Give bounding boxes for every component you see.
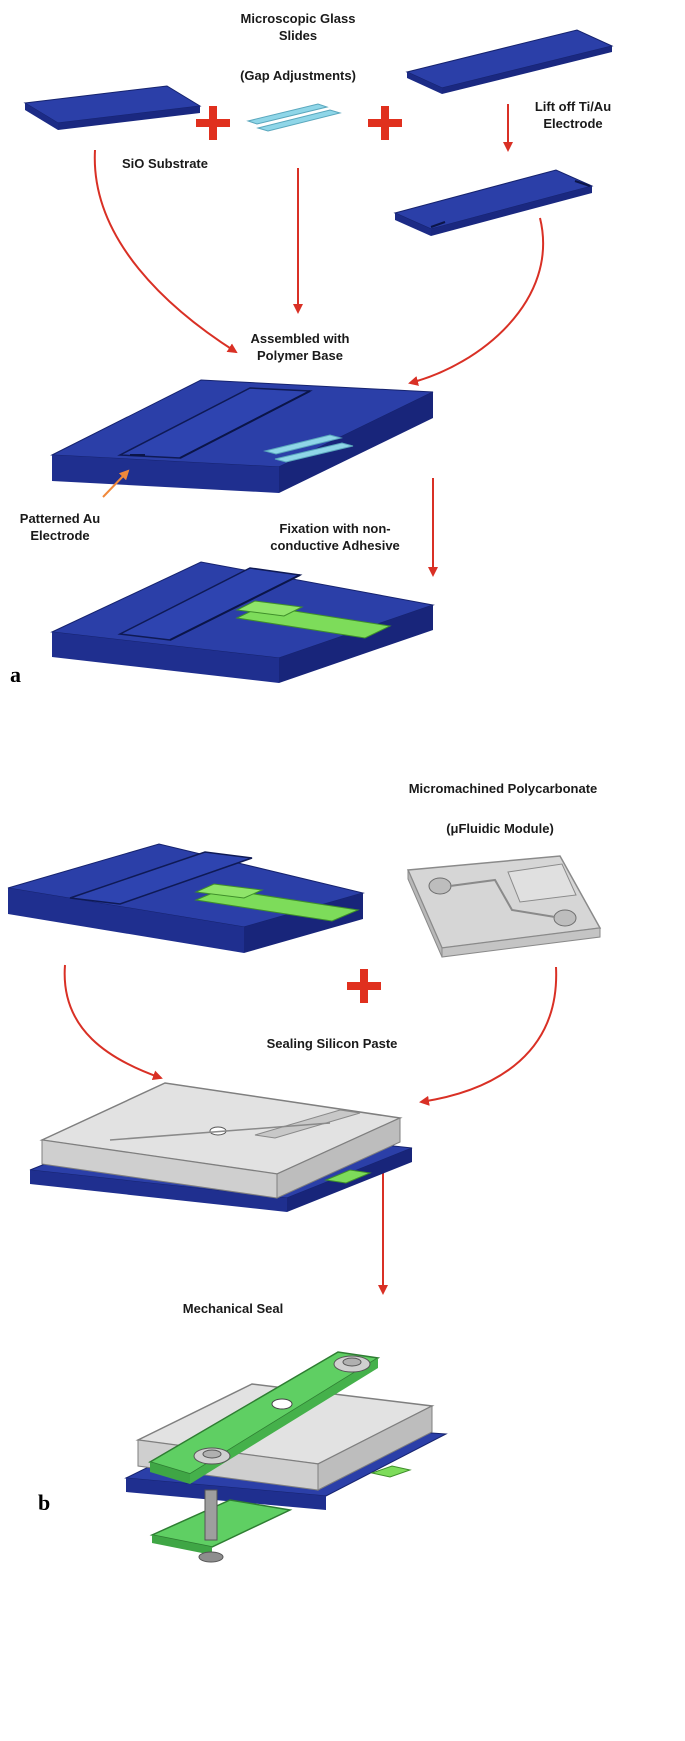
panel-letter-a: a bbox=[10, 662, 21, 687]
label-assembled-line1: Assembled with bbox=[250, 331, 350, 346]
label-gap-adjustments: (Gap Adjustments) bbox=[240, 68, 356, 83]
label-glass-slides: Microscopic Glass Slides bbox=[228, 10, 368, 44]
plus-icon bbox=[196, 106, 230, 140]
plus-icon bbox=[347, 969, 381, 1003]
label-assembled-line2: Polymer Base bbox=[257, 348, 343, 363]
label-sio-substrate: SiO Substrate bbox=[122, 156, 208, 171]
label-fluidic-module: (μFluidic Module) bbox=[446, 821, 554, 836]
label-sealing: Sealing Silicon Paste bbox=[266, 1036, 398, 1051]
polycarbonate-module bbox=[406, 855, 602, 958]
label-patterned-electrode: Patterned Au Electrode bbox=[5, 510, 115, 544]
sio-substrate bbox=[23, 85, 202, 130]
plus-icon bbox=[368, 106, 402, 140]
glass-slides bbox=[246, 103, 342, 132]
label-lift-off-line2: Electrode bbox=[543, 116, 603, 131]
label-patterned-line1: Patterned Au bbox=[19, 511, 101, 526]
process-arrows-a bbox=[93, 104, 545, 577]
mechanical-seal-device bbox=[124, 1351, 448, 1563]
label-fixation-line2: conductive Adhesive bbox=[270, 538, 400, 553]
panel-letter-b: b bbox=[38, 1490, 51, 1515]
label-glass-slides-line1: Microscopic Glass bbox=[240, 11, 356, 26]
label-assembled: Assembled with Polymer Base bbox=[225, 330, 375, 364]
label-fixation: Fixation with non- conductive Adhesive bbox=[250, 520, 420, 554]
assembled-device bbox=[50, 379, 434, 493]
label-lift-off-line1: Lift off Ti/Au bbox=[534, 99, 612, 114]
label-patterned-line2: Electrode bbox=[30, 528, 90, 543]
fixated-device bbox=[50, 561, 435, 683]
label-glass-slides-line2: Slides bbox=[278, 28, 318, 43]
device-with-adhesive bbox=[7, 843, 365, 953]
label-fixation-line1: Fixation with non- bbox=[279, 521, 391, 536]
sealed-device bbox=[29, 1082, 413, 1212]
label-mechanical-seal: Mechanical Seal bbox=[182, 1301, 284, 1316]
top-substrate bbox=[405, 29, 614, 94]
label-lift-off: Lift off Ti/Au Electrode bbox=[518, 98, 628, 132]
process-arrows-b bbox=[63, 964, 558, 1295]
label-polycarbonate: Micromachined Polycarbonate bbox=[408, 781, 598, 796]
electrode-pointer bbox=[102, 469, 130, 498]
lift-off-substrate bbox=[393, 169, 594, 236]
